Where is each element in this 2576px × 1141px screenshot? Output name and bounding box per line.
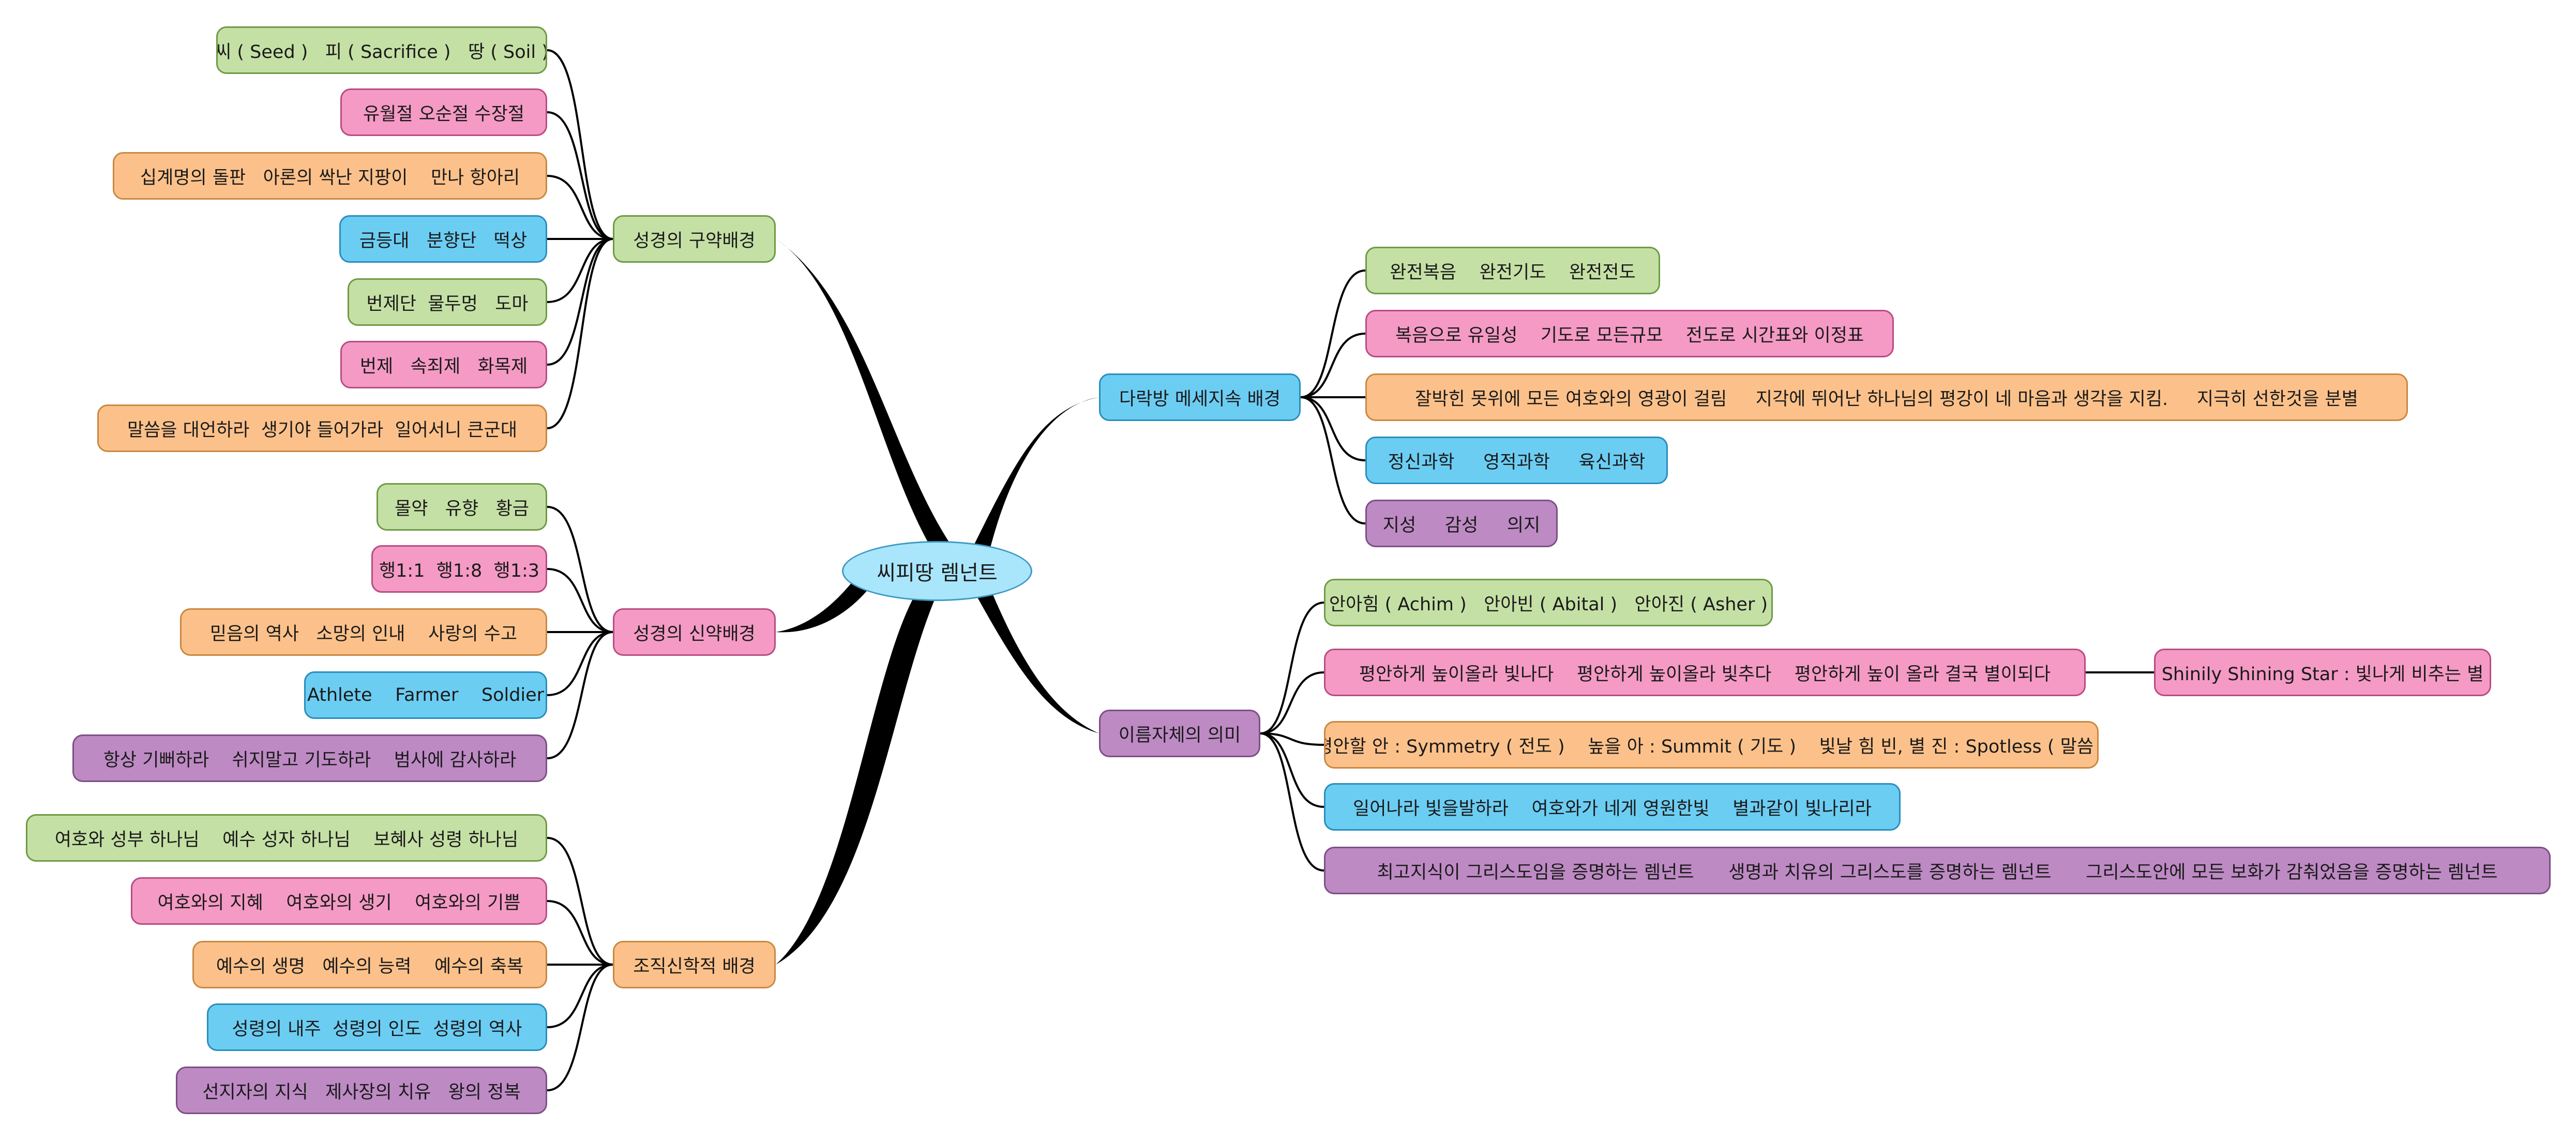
link-ot-2 xyxy=(547,111,613,240)
ot-leaf-6[interactable]: 번제 속죄제 화목제 xyxy=(340,341,547,388)
th-leaf-3[interactable]: 예수의 생명 예수의 능력 예수의 축복 xyxy=(192,941,547,988)
link-th-4 xyxy=(547,964,613,1028)
link-nt-2 xyxy=(547,568,613,633)
link-ot-6 xyxy=(547,238,613,366)
nm-leaf-2[interactable]: 평안하게 높이올라 빛나다 평안하게 높이올라 빛추다 평안하게 높이 올라 결… xyxy=(1324,649,2086,696)
branch-name-meaning[interactable]: 이름자체의 의미 xyxy=(1099,710,1260,757)
dr-leaf-2[interactable]: 복음으로 유일성 기도로 모든규모 전도로 시간표와 이정표 xyxy=(1365,310,1894,357)
branch-theology[interactable]: 조직신학적 배경 xyxy=(613,941,776,988)
nm-leaf-3[interactable]: 평안할 안 : Symmetry ( 전도 ) 높을 아 : Summit ( … xyxy=(1324,721,2099,769)
th-leaf-4[interactable]: 성령의 내주 성령의 인도 성령의 역사 xyxy=(207,1003,547,1051)
link-nm-3 xyxy=(1260,732,1324,746)
link-th-5 xyxy=(547,964,613,1091)
nm-leaf-2-sub[interactable]: Shinily Shining Star : 빛나게 비추는 별 xyxy=(2154,649,2491,696)
dr-leaf-5[interactable]: 지성 감성 의지 xyxy=(1365,500,1558,547)
ot-leaf-5[interactable]: 번제단 물두멍 도마 xyxy=(348,278,547,326)
nm-leaf-5[interactable]: 최고지식이 그리스도임을 증명하는 렘넌트 생명과 치유의 그리스도를 증명하는… xyxy=(1324,847,2551,894)
link-center-theology xyxy=(776,590,937,965)
nt-leaf-1[interactable]: 몰약 유향 황금 xyxy=(376,483,547,531)
branch-darakbang[interactable]: 다락방 메세지속 배경 xyxy=(1099,373,1301,421)
nm-leaf-4[interactable]: 일어나라 빛을발하라 여호와가 네게 영원한빛 별과같이 빛나리라 xyxy=(1324,783,1901,831)
center-node[interactable]: 씨피땅 렘넌트 xyxy=(842,541,1032,601)
th-leaf-2[interactable]: 여호와의 지혜 여호와의 생기 여호와의 기쁨 xyxy=(131,877,547,925)
link-center-darakbang xyxy=(972,397,1099,553)
branch-old-testament[interactable]: 성경의 구약배경 xyxy=(613,215,776,263)
link-nm-4 xyxy=(1260,732,1324,808)
dr-leaf-1[interactable]: 완전복음 완전기도 완전전도 xyxy=(1365,247,1660,294)
dr-leaf-3[interactable]: 잘박힌 못위에 모든 여호와의 영광이 걸림 지각에 뛰어난 하나님의 평강이 … xyxy=(1365,373,2408,421)
link-ot-5 xyxy=(547,238,613,303)
dr-leaf-4[interactable]: 정신과학 영적과학 육신과학 xyxy=(1365,437,1668,484)
link-nm-2 xyxy=(1260,671,1324,734)
link-nt-5 xyxy=(547,631,613,759)
link-th-2 xyxy=(547,900,613,966)
link-ot-3 xyxy=(547,175,613,240)
ot-leaf-1[interactable]: 씨 ( Seed ) 피 ( Sacrifice ) 땅 ( Soil ) xyxy=(216,26,547,74)
link-nm-1 xyxy=(1260,602,1324,734)
nm-leaf-1[interactable]: 안아힘 ( Achim ) 안아빈 ( Abital ) 안아진 ( Asher… xyxy=(1324,579,1773,626)
link-dr-2 xyxy=(1300,333,1366,398)
link-center-name-meaning xyxy=(977,595,1099,733)
link-ot-7 xyxy=(547,238,613,429)
link-dr-4 xyxy=(1300,396,1366,461)
ot-leaf-7[interactable]: 말씀을 대언하라 생기야 들어가라 일어서니 큰군대 xyxy=(97,404,547,452)
nt-leaf-4[interactable]: Athlete Farmer Soldier xyxy=(304,671,547,719)
ot-leaf-3[interactable]: 십계명의 돌판 아론의 싹난 지팡이 만나 항아리 xyxy=(113,152,547,200)
th-leaf-1[interactable]: 여호와 성부 하나님 예수 성자 하나님 보혜사 성령 하나님 xyxy=(26,814,547,862)
link-ot-1 xyxy=(547,49,613,240)
link-dr-5 xyxy=(1300,396,1366,524)
ot-leaf-4[interactable]: 금등대 분향단 떡상 xyxy=(339,215,547,263)
link-center-old-testament xyxy=(776,239,954,556)
link-dr-1 xyxy=(1300,269,1366,398)
ot-leaf-2[interactable]: 유월절 오순절 수장절 xyxy=(340,88,547,136)
link-th-1 xyxy=(547,837,613,966)
nt-leaf-3[interactable]: 믿음의 역사 소망의 인내 사랑의 수고 xyxy=(180,608,547,656)
link-nt-1 xyxy=(547,506,613,633)
link-nm-5 xyxy=(1260,732,1324,872)
branch-new-testament[interactable]: 성경의 신약배경 xyxy=(613,608,776,656)
th-leaf-5[interactable]: 선지자의 지식 제사장의 치유 왕의 정복 xyxy=(176,1067,547,1114)
nt-leaf-2[interactable]: 행1:1 행1:8 행1:3 xyxy=(371,545,547,593)
nt-leaf-5[interactable]: 항상 기뻐하라 쉬지말고 기도하라 범사에 감사하라 xyxy=(72,734,547,782)
link-nt-4 xyxy=(547,631,613,696)
